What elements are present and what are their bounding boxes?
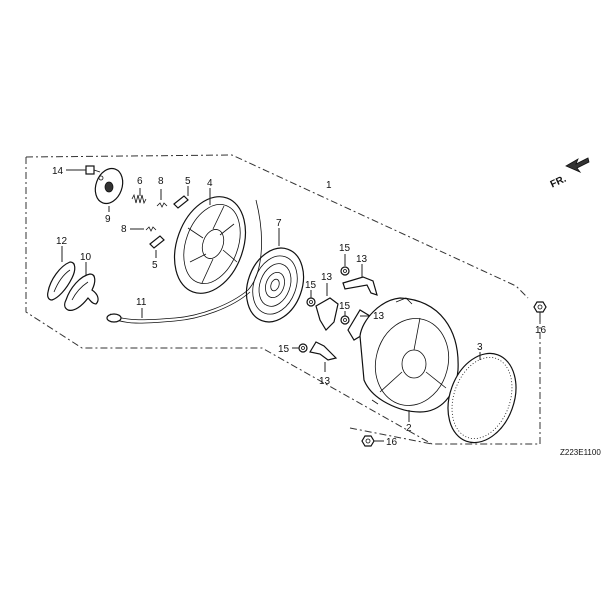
callout-15-c: 15 [339,301,351,312]
assembly-outline-left [25,157,540,445]
part-5-pawl-upper [173,195,189,209]
callout-13-d: 13 [319,376,331,387]
callout-13-b: 13 [321,272,333,283]
part-8-spring-upper [156,202,168,208]
callout-16-lower: 16 [386,437,398,448]
part-15-washer-c [340,315,350,325]
part-4-reel [173,196,247,294]
part-14-bolt [85,165,101,175]
callout-5-lower: 5 [152,260,158,271]
callout-9: 9 [105,214,111,225]
part-7-spring [245,247,305,323]
part-12-grip [47,261,76,301]
part-9-ratchet [94,167,124,205]
callout-1: 1 [326,180,332,191]
callout-14: 14 [52,166,64,177]
callout-5-upper: 5 [185,176,191,187]
part-13-cam-d [309,341,338,361]
part-5-pawl-lower [149,235,165,249]
part-10-grip-insert [64,273,99,311]
part-8-spring-lower [145,226,157,232]
callout-6: 6 [137,176,143,187]
front-direction-arrow [565,157,590,173]
part-15-washer-a [340,266,350,276]
part-15-washer-b [306,297,316,307]
drawing-code: Z223E1100 [560,448,601,457]
assembly-outline-bottom [349,427,433,445]
part-2-housing [359,297,459,413]
part-13-cam-a [342,276,378,296]
callout-3: 3 [477,342,483,353]
callout-15-d: 15 [278,344,290,355]
callout-15-b: 15 [305,280,317,291]
assembly-outline [25,154,529,299]
part-16-nut-lower [361,435,375,447]
part-13-cam-b [315,297,339,331]
callout-8-upper: 8 [158,176,164,187]
part-16-nut-upper [533,301,547,313]
callout-12: 12 [56,236,68,247]
callout-11: 11 [136,297,147,308]
part-15-washer-d [298,343,308,353]
callout-8-lower: 8 [121,224,127,235]
part-11-rope [106,199,262,324]
callout-4: 4 [207,178,213,189]
part-6-spring [131,193,147,205]
callout-2: 2 [406,423,412,434]
callout-13-c: 13 [373,311,385,322]
callout-15-a: 15 [339,243,351,254]
callout-16-upper: 16 [535,325,547,336]
part-3-screen [447,352,517,444]
callout-7: 7 [276,218,282,229]
callout-13-a: 13 [356,254,368,265]
callout-10: 10 [80,252,92,263]
front-direction-label: FR. [549,174,568,191]
